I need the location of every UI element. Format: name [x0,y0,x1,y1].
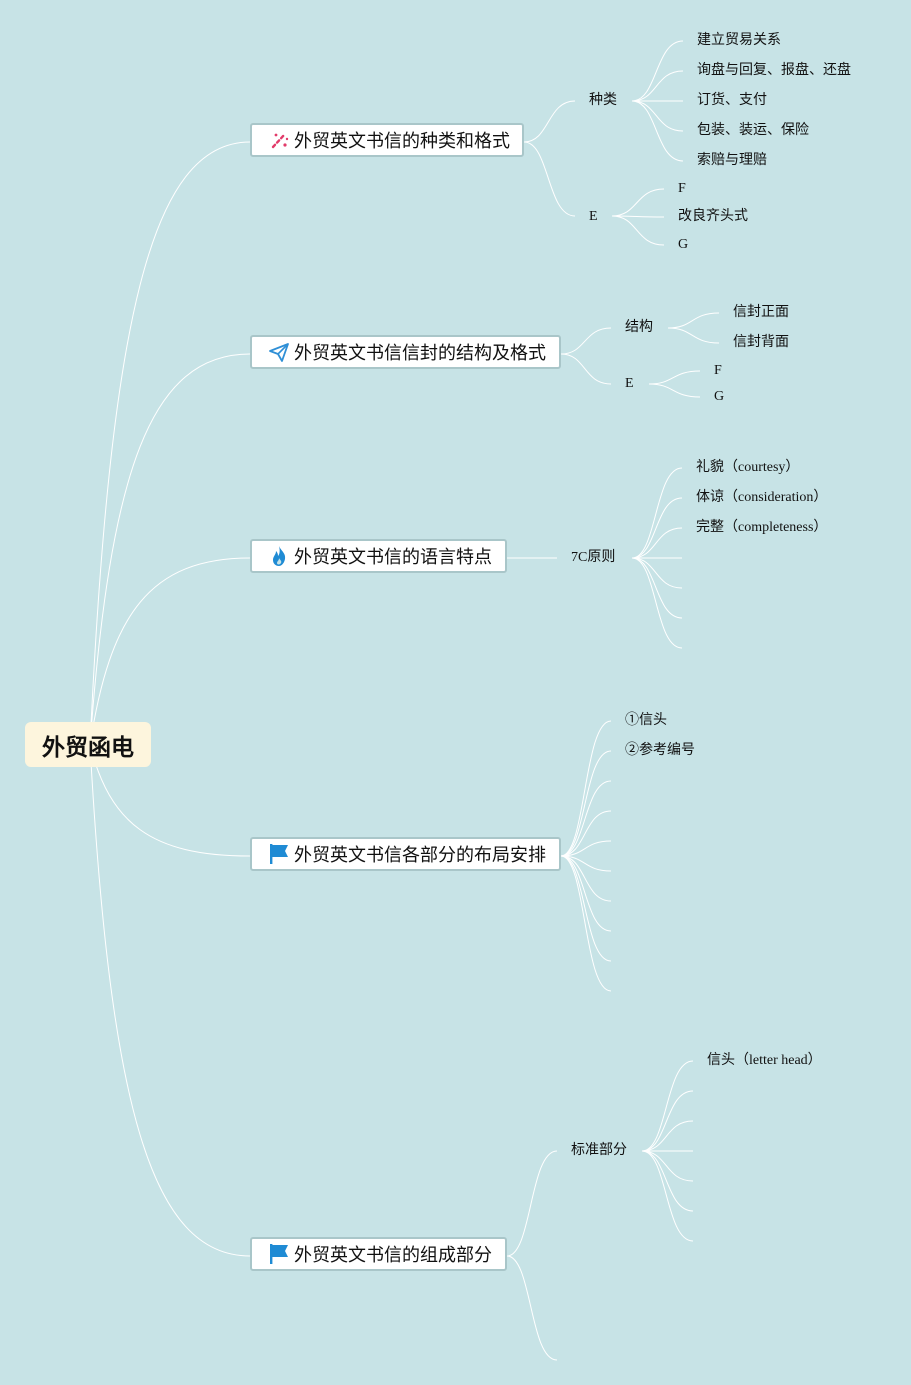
connector-line [89,744,251,857]
leaf-node[interactable]: G [714,389,725,404]
leaf-node[interactable]: 信封正面 [733,305,789,320]
connector-line [641,1150,694,1182]
connector-line [641,1150,694,1242]
leaf-node[interactable]: 完整（completeness） [696,520,828,535]
flag-icon [268,1243,290,1265]
leaf-node[interactable]: G [678,237,689,252]
connector-line [560,720,612,857]
connector-line [560,855,612,872]
connector-line [560,855,612,902]
connector-line [667,327,720,344]
subtopic-7c-principle[interactable]: 7C原则 [571,550,616,565]
connector-line [89,141,251,746]
topic-letter-components[interactable]: 外贸英文书信的组成部分 [250,1237,507,1271]
connector-line [611,215,665,246]
connector-line [560,810,612,857]
connector-line [631,100,684,132]
connector-line [523,141,576,217]
connector-line [506,1150,558,1257]
paper-plane-icon [268,341,290,363]
connector-line [641,1120,694,1152]
leaf-node[interactable]: 信头（letter head） [707,1053,822,1068]
connector-line [631,557,683,619]
leaf-node[interactable]: 订货、支付 [697,93,767,108]
magic-wand-icon [268,129,290,151]
connector-line [631,527,683,559]
topic-envelope-structure[interactable]: 外贸英文书信信封的结构及格式 [250,335,561,369]
connector-line [89,744,251,1257]
connector-line [560,855,612,992]
leaf-node[interactable]: ②参考编号 [625,743,695,758]
connector-line [631,497,683,559]
connector-line [667,312,720,329]
topic-language-features[interactable]: 外贸英文书信的语言特点 [250,539,507,573]
connector-line [89,353,251,746]
leaf-node[interactable]: F [678,181,686,196]
connector-line [631,100,684,162]
subtopic-structure[interactable]: 结构 [625,320,653,335]
connector-line [560,327,612,355]
connector-line [631,40,684,102]
connector-line [560,855,612,932]
connector-line [641,1090,694,1152]
connector-line [631,557,683,649]
connector-line [560,353,612,385]
flag-icon [268,843,290,865]
subtopic-kinds[interactable]: 种类 [589,93,617,108]
leaf-node[interactable]: 索赔与理赔 [697,153,767,168]
root-node[interactable]: 外贸函电 [25,722,151,767]
connector-line [631,557,683,589]
connector-line [560,840,612,857]
connector-line [641,1150,694,1212]
leaf-node[interactable]: 信封背面 [733,335,789,350]
leaf-node[interactable]: 礼貌（courtesy） [696,460,800,475]
connector-line [648,383,701,398]
topic-label: 外贸英文书信的组成部分 [294,1245,492,1266]
topic-letter-types-format[interactable]: 外贸英文书信的种类和格式 [250,123,524,157]
subtopic-e[interactable]: E [589,209,598,224]
connector-line [506,1255,558,1361]
flame-icon [268,545,290,567]
topic-label: 外贸英文书信各部分的布局安排 [294,845,546,866]
leaf-node[interactable]: 体谅（consideration） [696,490,828,505]
topic-label: 外贸英文书信信封的结构及格式 [294,343,546,364]
leaf-node[interactable]: 建立贸易关系 [697,33,781,48]
topic-label: 外贸英文书信的种类和格式 [294,131,510,152]
subtopic-e[interactable]: E [625,376,634,391]
connector-line [631,70,684,102]
topic-layout-arrangement[interactable]: 外贸英文书信各部分的布局安排 [250,837,561,871]
leaf-node[interactable]: 包装、装运、保险 [697,123,809,138]
connector-line [523,100,576,143]
connector-line [641,1060,694,1152]
connector-line [648,370,701,385]
leaf-node[interactable]: ①信头 [625,713,667,728]
connector-line [89,557,251,746]
connector-line [611,215,665,218]
connector-line [560,750,612,857]
leaf-node[interactable]: 询盘与回复、报盘、还盘 [697,63,851,78]
connector-line [560,780,612,857]
topic-label: 外贸英文书信的语言特点 [294,547,492,568]
connector-line [631,467,683,559]
connector-line [560,855,612,962]
leaf-node[interactable]: 改良齐头式 [678,209,748,224]
subtopic-standard-parts[interactable]: 标准部分 [571,1143,627,1158]
leaf-node[interactable]: F [714,363,722,378]
connector-line [611,188,665,217]
